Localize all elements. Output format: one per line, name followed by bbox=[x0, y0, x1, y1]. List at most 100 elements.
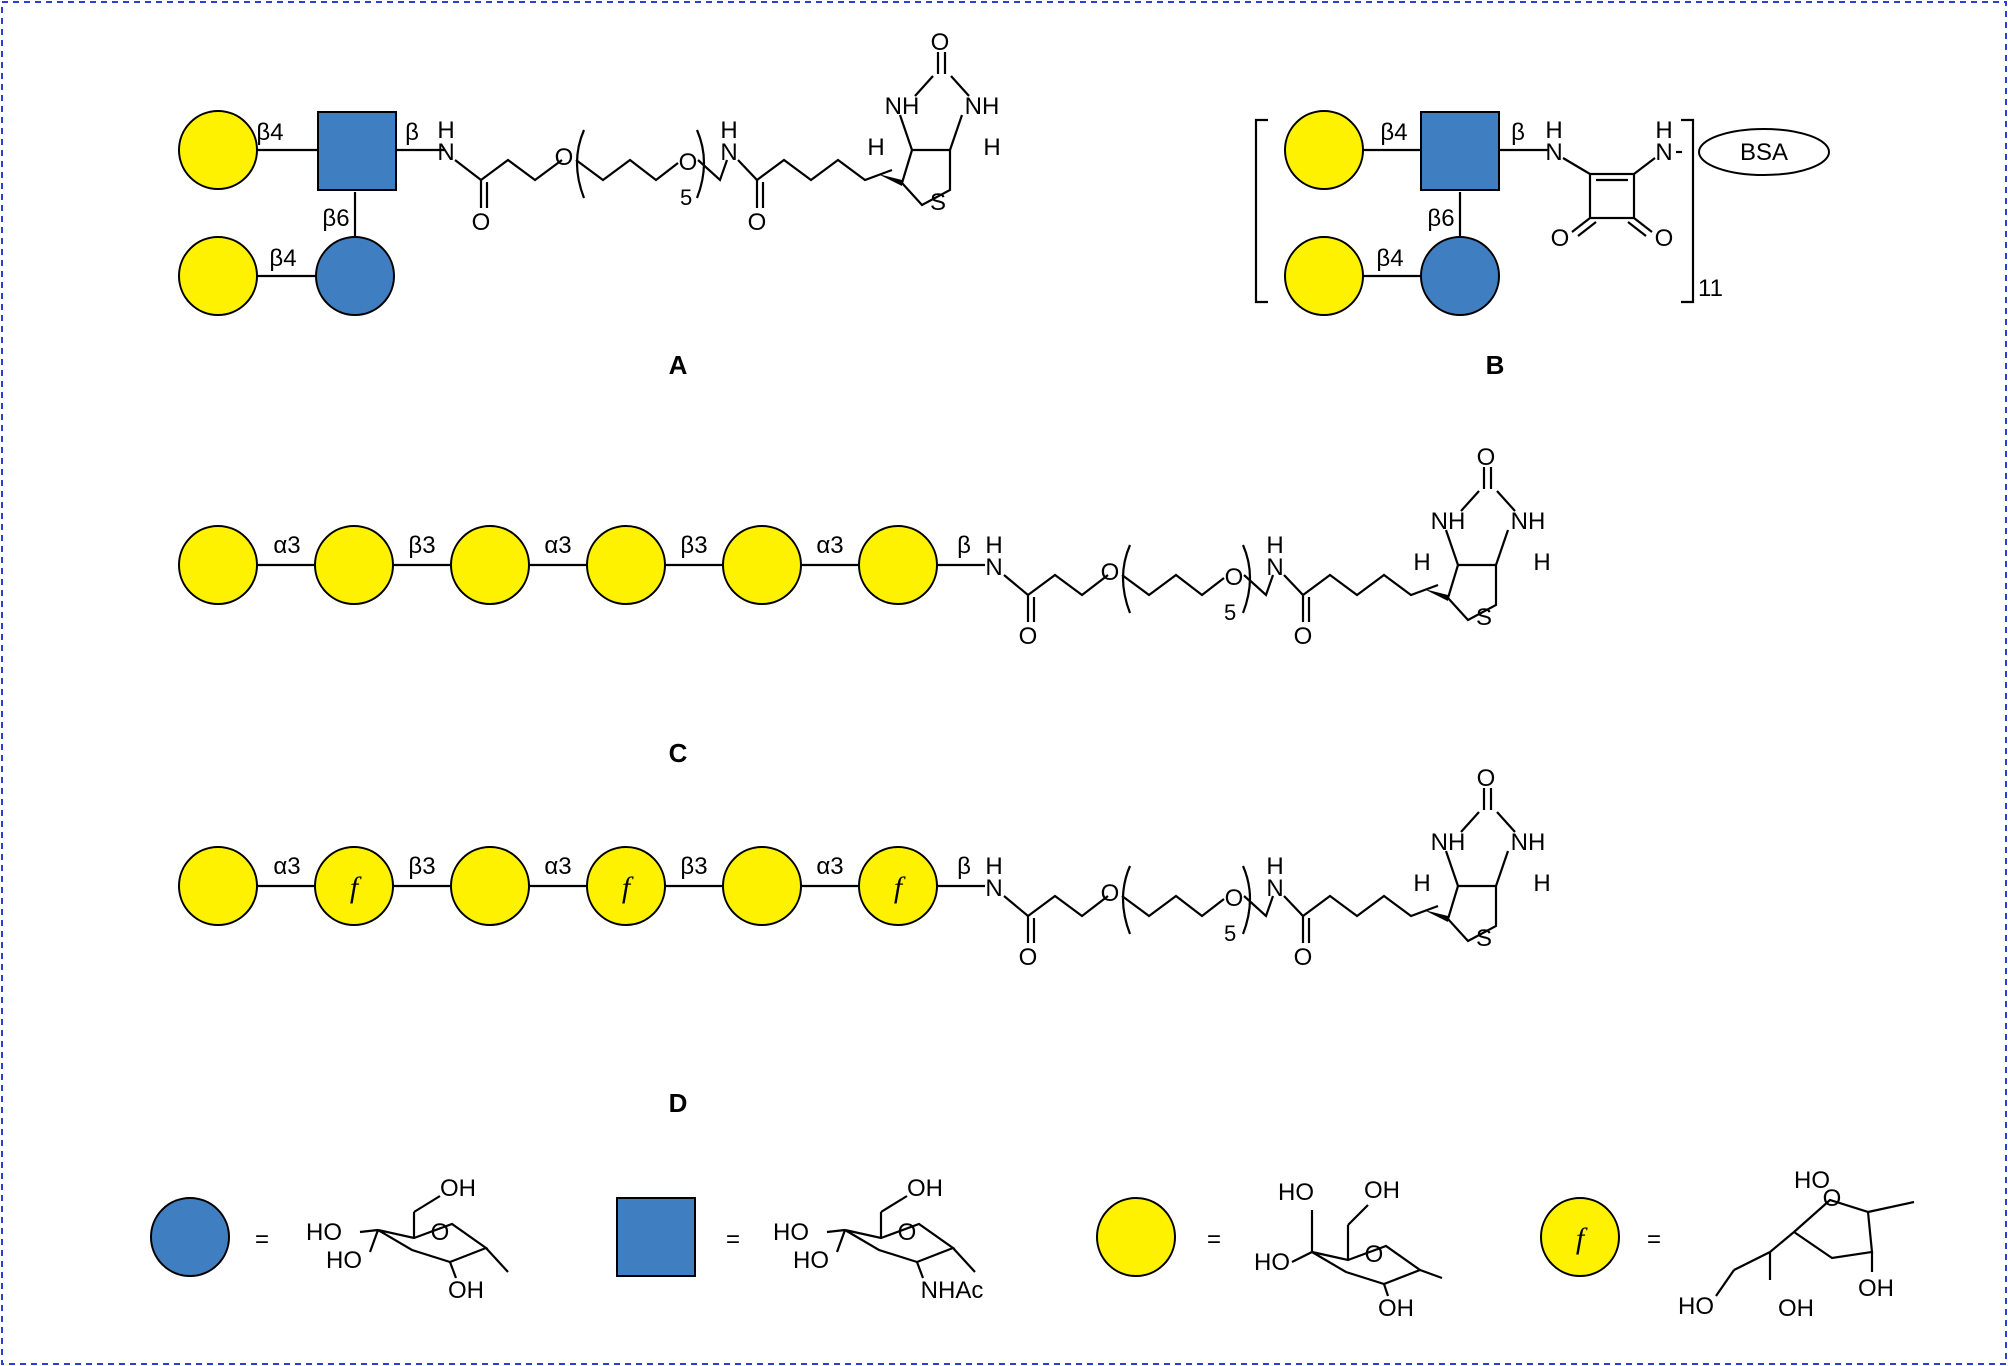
atom-label: OH bbox=[440, 1175, 476, 1202]
bracket-right bbox=[1241, 544, 1252, 614]
biotin-thiolane bbox=[1446, 563, 1498, 622]
atom-label: NH bbox=[885, 93, 920, 120]
linkage-label: β4 bbox=[256, 119, 283, 146]
atom-label: NH bbox=[1431, 829, 1466, 856]
atom-label: O bbox=[1551, 225, 1570, 252]
repeat-count: 5 bbox=[1224, 921, 1236, 946]
galactose-pyranose-symbol bbox=[586, 525, 666, 605]
atom-label: HO bbox=[1678, 1293, 1714, 1320]
galactose-pyranose-symbol bbox=[722, 525, 802, 605]
glucose-structure: OH O HO HO OH bbox=[306, 1175, 509, 1304]
biotin-thiolane bbox=[1446, 884, 1498, 943]
panel-label: D bbox=[669, 1088, 688, 1118]
atom-label: O bbox=[1655, 225, 1674, 252]
atom-label: H bbox=[1413, 549, 1430, 576]
linkage-label: β bbox=[957, 853, 971, 880]
atom-label: OH bbox=[1778, 1295, 1814, 1322]
atom-label: OH bbox=[1364, 1177, 1400, 1204]
linkage-label: α3 bbox=[544, 853, 571, 880]
atom-label: O bbox=[748, 209, 767, 236]
bond-chain bbox=[697, 159, 729, 182]
atom-label: H bbox=[1533, 549, 1550, 576]
galactose-pyranose-symbol bbox=[1284, 236, 1364, 316]
atom-label: OH bbox=[448, 1277, 484, 1304]
furanose-ring bbox=[1793, 1198, 1874, 1260]
legend-glcnac-symbol bbox=[616, 1197, 696, 1277]
atom-label: O bbox=[1294, 623, 1313, 650]
atom-label: O bbox=[1365, 1241, 1384, 1268]
atom-label: H bbox=[867, 134, 884, 161]
glucose-symbol bbox=[315, 236, 395, 316]
linkage-label: α3 bbox=[273, 853, 300, 880]
panel-label: C bbox=[669, 738, 688, 768]
galactofuranose-structure: HO O OH HO OH bbox=[1678, 1167, 1915, 1322]
bracket-right bbox=[695, 129, 706, 199]
atom-label: OH bbox=[1858, 1275, 1894, 1302]
structure-a: β4 β β6 β4 H N O O O 5 H N O NH NH O bbox=[178, 29, 1001, 380]
galactose-pyranose-symbol bbox=[450, 846, 530, 926]
legend-glucose-symbol bbox=[150, 1197, 230, 1277]
galactose-pyranose-symbol bbox=[178, 236, 258, 316]
structure-c: α3 β3 α3 β3 α3 β H N O O O 5 H N O NH NH… bbox=[178, 444, 1551, 768]
bracket-right bbox=[1681, 118, 1695, 304]
atom-label: HO bbox=[793, 1247, 829, 1274]
atom-label: HO bbox=[773, 1219, 809, 1246]
atom-label: H bbox=[985, 853, 1002, 880]
bond-chain bbox=[1003, 573, 1109, 597]
atom-label: H bbox=[1655, 117, 1672, 144]
glcnac-symbol bbox=[317, 111, 397, 191]
galactofuranose-symbol bbox=[586, 846, 666, 926]
atom-label: N bbox=[1266, 875, 1283, 902]
atom-label: O bbox=[1294, 944, 1313, 971]
galactofuranose-symbol bbox=[858, 846, 938, 926]
atom-label: H bbox=[1413, 870, 1430, 897]
linkage-label: β4 bbox=[269, 245, 296, 272]
linkage-label: β3 bbox=[408, 532, 435, 559]
atom-label: NH bbox=[1431, 508, 1466, 535]
bond-chain bbox=[575, 158, 679, 182]
atom-label: S bbox=[1476, 604, 1492, 631]
atom-label: H bbox=[1266, 853, 1283, 880]
atom-label: NH bbox=[1511, 508, 1546, 535]
atom-label: NH bbox=[965, 93, 1000, 120]
glucose-symbol bbox=[1420, 236, 1500, 316]
linkage-label: β6 bbox=[322, 205, 349, 232]
bond-chain bbox=[1283, 894, 1439, 918]
atom-label: O bbox=[1101, 880, 1120, 907]
bracket-left bbox=[1121, 544, 1132, 614]
bsa-ellipse bbox=[1698, 128, 1830, 176]
bsa-label: BSA bbox=[1740, 139, 1788, 166]
bond-chain bbox=[1121, 894, 1225, 918]
atom-label: N bbox=[985, 875, 1002, 902]
legend: = OH O HO HO OH = OH O HO HO bbox=[150, 1167, 1915, 1322]
atom-label: O bbox=[1477, 765, 1496, 792]
atom-label: O bbox=[931, 29, 950, 56]
atom-label: NHAc bbox=[921, 1277, 984, 1304]
galactose-pyranose-symbol bbox=[722, 846, 802, 926]
galactose-pyranose-symbol bbox=[314, 525, 394, 605]
galactose-pyranose-symbol bbox=[858, 525, 938, 605]
linkage-label: β3 bbox=[408, 853, 435, 880]
atom-label: H bbox=[1545, 117, 1562, 144]
atom-label: HO bbox=[1278, 1179, 1314, 1206]
structure-d: f f f α3 β3 α3 β3 α3 β H N O O O 5 H N O… bbox=[178, 765, 1551, 1118]
galactose-pyranose-symbol bbox=[178, 110, 258, 190]
structure-b: 11 β4 β β6 β4 H N H N O O BSA B bbox=[1254, 110, 1830, 380]
bracket-left bbox=[1254, 118, 1268, 304]
linkage-label: β4 bbox=[1376, 245, 1403, 272]
linkage-label: β6 bbox=[1427, 205, 1454, 232]
atom-label: H bbox=[1266, 532, 1283, 559]
glcnac-symbol bbox=[1420, 111, 1500, 191]
bond-chain bbox=[1121, 573, 1225, 597]
atom-label: N bbox=[1545, 139, 1562, 166]
bond-chain bbox=[737, 158, 893, 182]
atom-label: NH bbox=[1511, 829, 1546, 856]
atom-label: O bbox=[898, 1219, 917, 1246]
glcnac-structure: OH O HO HO NHAc bbox=[773, 1175, 983, 1304]
atom-label: O bbox=[1477, 444, 1496, 471]
bond-chain bbox=[1003, 894, 1109, 918]
atom-label: H bbox=[983, 134, 1000, 161]
panel-label: B bbox=[1486, 350, 1505, 380]
atom-label: OH bbox=[907, 1175, 943, 1202]
atom-label: S bbox=[1476, 925, 1492, 952]
